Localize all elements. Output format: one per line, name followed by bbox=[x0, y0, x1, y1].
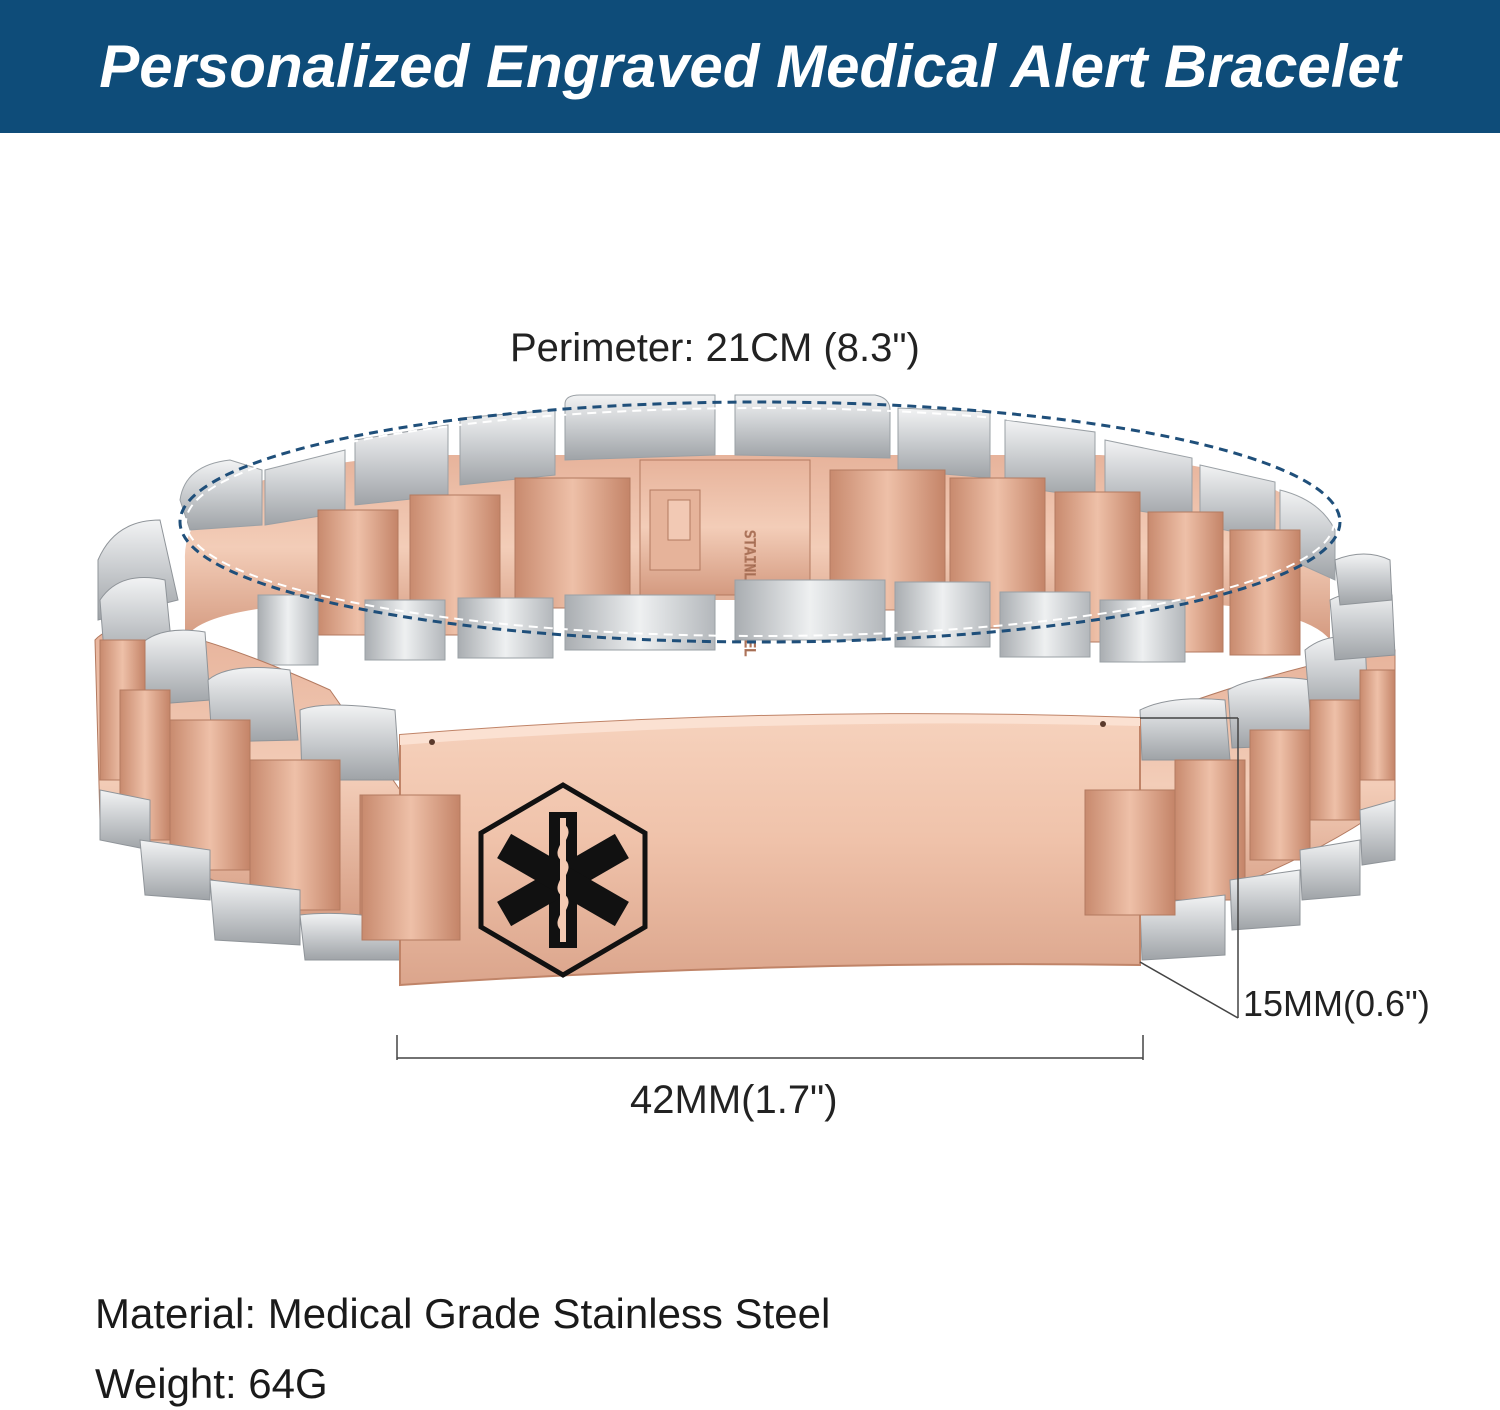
weight-spec: Weight: 64G bbox=[95, 1360, 328, 1407]
star-of-life-icon bbox=[478, 782, 648, 978]
width-label: 15MM(0.6") bbox=[1243, 983, 1430, 1024]
perimeter-label: Perimeter: 21CM (8.3") bbox=[510, 326, 920, 370]
bracelet-illustration: STAINLESS STEEL bbox=[94, 394, 1396, 1060]
length-guide bbox=[396, 1035, 1144, 1060]
material-spec: Material: Medical Grade Stainless Steel bbox=[95, 1290, 831, 1337]
length-label: 42MM(1.7") bbox=[630, 1078, 838, 1122]
bracelet-back-band: STAINLESS STEEL bbox=[179, 394, 1336, 666]
banner-title: Personalized Engraved Medical Alert Brac… bbox=[99, 33, 1401, 100]
title-banner bbox=[0, 0, 1500, 133]
width-guide bbox=[1139, 717, 1239, 1019]
bracelet-front-band bbox=[94, 519, 1396, 987]
perimeter-guide bbox=[178, 400, 1342, 644]
